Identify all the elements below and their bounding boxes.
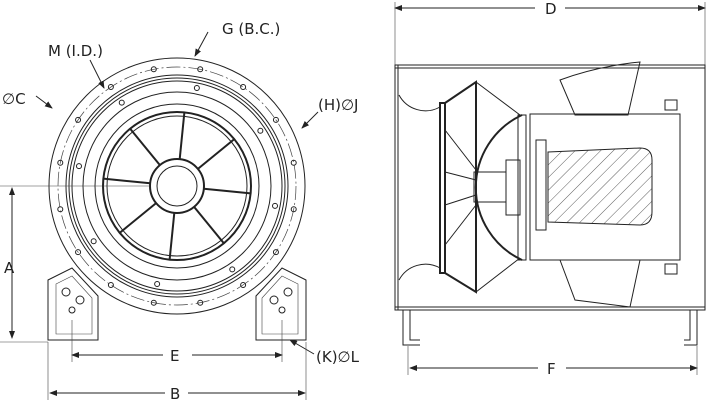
inner-hole <box>272 202 279 209</box>
inner-hole <box>154 281 161 288</box>
flange-hole <box>107 84 114 91</box>
fan-struts <box>103 112 251 260</box>
inner-hole <box>257 127 264 134</box>
label-foot-holes: (K)∅L <box>316 348 360 366</box>
label-outer-diameter: ∅C <box>2 90 26 108</box>
inner-hole <box>193 84 200 91</box>
bolt-circle <box>57 66 297 306</box>
flange-hole <box>197 299 204 306</box>
left-foot <box>47 267 99 341</box>
flange-hole <box>240 281 247 288</box>
strut <box>103 177 151 185</box>
front-view <box>0 31 319 400</box>
flange-hole <box>290 159 297 166</box>
flange-hole <box>290 206 297 213</box>
label-inside-diameter: M (I.D.) <box>48 42 103 60</box>
flange-hole <box>150 299 157 306</box>
label-height: A <box>4 259 15 277</box>
label-overall-length: D <box>545 0 557 18</box>
flange-hole <box>272 249 279 256</box>
flange-hole <box>272 116 279 123</box>
flange-hole <box>75 116 82 123</box>
strut <box>178 112 186 160</box>
flange-holes <box>57 66 297 306</box>
strut <box>129 128 161 166</box>
flange-hole <box>240 84 247 91</box>
inner-hole <box>229 266 236 273</box>
label-foot-spacing: E <box>170 347 179 365</box>
strut <box>193 206 225 244</box>
label-bolt-circle: G (B.C.) <box>222 20 280 38</box>
label-foot-length: F <box>547 360 556 378</box>
strut <box>203 187 251 195</box>
flange-hole <box>150 66 157 73</box>
inner-hole <box>90 238 97 245</box>
motor-shaft-section <box>547 147 653 226</box>
flange-hole <box>197 66 204 73</box>
housing <box>394 64 706 311</box>
right-foot <box>255 267 307 341</box>
label-overall-width: B <box>170 385 180 402</box>
strut <box>119 202 157 234</box>
flange-hole <box>57 206 64 213</box>
inner-hole <box>75 163 82 170</box>
strut <box>168 212 176 260</box>
motor <box>529 113 681 261</box>
side-view <box>394 2 706 375</box>
hub <box>149 158 205 214</box>
label-flange-holes: (H)∅J <box>318 96 358 114</box>
flange-hole <box>57 159 64 166</box>
flange-hole <box>75 249 82 256</box>
inner-hole <box>118 99 125 106</box>
flange-hole <box>107 281 114 288</box>
strut <box>197 138 235 170</box>
